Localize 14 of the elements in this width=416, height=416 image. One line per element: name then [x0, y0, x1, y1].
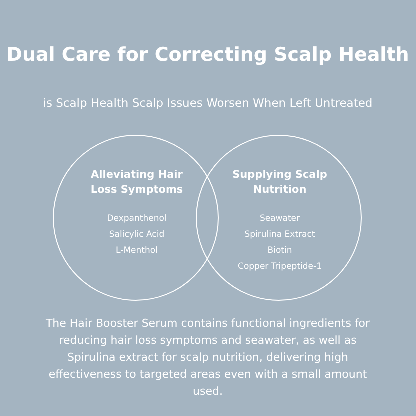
- subtitle: is Scalp Health Scalp Issues Worsen When Left Untreated: [42, 96, 374, 110]
- venn-circle: [53, 135, 219, 301]
- ingredient-text: Salicylic Acid: [108, 230, 166, 241]
- ingredient-text: Biotin: [266, 246, 294, 257]
- circle-heading: Supplying Scalp Nutrition: [232, 168, 328, 198]
- venn-circle: [196, 135, 362, 301]
- description-paragraph: The Hair Booster Serum contains functional ingredients for reducing hair loss symptoms and seawater, as well as Spirulina extract for scalp nutrition, delivering high effectiveness to targeted areas even with a small amount used.: [44, 316, 372, 400]
- ingredient-text: Seawater: [258, 214, 302, 225]
- ingredient-text: Spirulina Extract: [244, 230, 316, 241]
- ingredient-text: L-Menthol: [115, 246, 159, 257]
- ingredient-text: Copper Tripeptide-1: [237, 262, 323, 273]
- title: Dual Care for Correcting Scalp Health: [6, 44, 410, 66]
- circle-heading: Alleviating Hair Loss Symptoms: [90, 168, 184, 198]
- ingredient-text: Dexpanthenol: [106, 214, 168, 225]
